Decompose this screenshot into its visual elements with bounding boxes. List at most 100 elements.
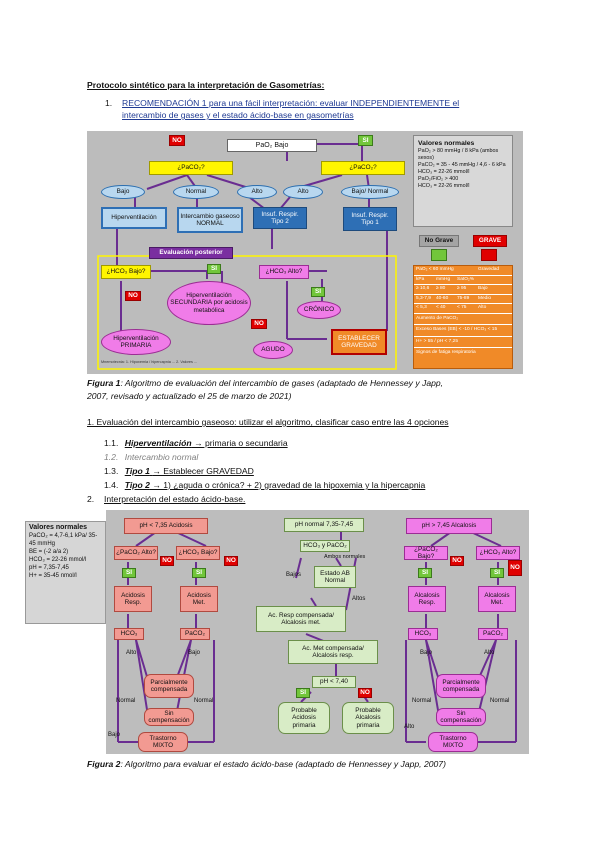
tbl-footer-row: Signos de fatiga respiratoria [416,350,476,355]
section2-number: 2. [87,494,95,504]
no-tag-3: NO [450,556,464,566]
tbl-sub: kPa [416,276,425,282]
caption2-label: Figura 2 [87,759,121,769]
figure1-caption: Figura 1: Algoritmo de evaluación del in… [87,377,527,403]
list-item: 1.3. Tipo 1 → Establecer GRAVEDAD [104,465,254,477]
tbl-cell: 5,3-7,9 [416,295,431,301]
evaluacion-posterior-label: Evaluación posterior [149,247,233,259]
tbl-cell: < 40 [436,305,446,310]
table-row: ≥ 10,6 ≥ 80 ≥ 95 Bajo [414,285,512,295]
alcalosis-resp-box: Alcalosis Resp. [408,586,446,612]
vn2-item: pH = 7,35-7,45 [29,565,69,571]
tbl-cell: Medio [478,295,492,301]
paco2-right-box: PaCO₂ [478,628,508,640]
no-tag-1: NO [160,556,174,566]
bajo-label: Bajo [108,732,121,738]
si-tag-5: SI [296,688,310,698]
item-label: Hiperventilación [124,438,192,448]
no-tag-b: NO [251,319,267,329]
tbl-cell: 40-60 [436,295,449,301]
hiperv-primaria-oval: Hiperventilación PRIMARIA [101,329,171,355]
tbl-sub: SatO₂% [457,276,475,282]
section2-heading: Interpretación del estado ácido-base. [104,494,246,504]
trastorno-mixto-right: Trastorno MIXTO [428,732,478,752]
intercambio-normal-box: Intercambio gaseoso NORMAL [177,207,243,233]
hiperventilacion-box: Hiperventilación [101,207,167,229]
item-num: 1.3. [104,466,119,476]
alto-label: Alto [404,724,415,730]
rec1-number: 1. [105,98,113,108]
hco3-alto-question: ¿HCO₃ Alto? [259,265,309,279]
normal-oval: Normal [173,185,219,199]
sin-compensacion-left: Sin compensación [144,708,194,726]
ph-alcalosis-box: pH > 7,45 Alcalosis [406,518,492,534]
figure1-footnote: Mnemotecnia: 1. Hipoxemia / hipercapnia … [101,360,198,364]
normal-label: Normal [490,698,510,704]
normal-label: Normal [194,698,214,704]
document-title: Protocolo sintético para la interpretaci… [87,80,325,90]
ph-acidosis-box: pH < 7,35 Acidosis [124,518,208,534]
alto-oval-mid: Alto [283,185,323,199]
bajo-oval: Bajo [101,185,145,199]
hco3-bajo-question: ¿HCO₃ Bajo? [101,265,151,279]
si-tag-1: SI [122,568,136,578]
tbl-head: Gravedad [478,267,500,272]
item-rest: → primaria o secundaria [191,438,288,448]
caption1-label: Figura 1 [87,378,121,388]
list-item: 1.1. Hiperventilación → primaria o secun… [104,437,288,449]
item-num: 1.1. [104,438,119,448]
section1-heading: 1. Evaluación del intercambio gaseoso: u… [87,417,449,427]
insuf-tipo2-box: Insuf. Respir. Tipo 2 [253,207,307,229]
paco2-alto-question: ¿PaCO₂ Alto? [114,546,158,560]
tbl-cell: ≥ 95 [457,286,467,291]
paco2-left-box: PaCO₂ [180,628,210,640]
item-label: Intercambio normal [124,452,199,462]
item-label: Tipo 1 [124,466,150,476]
normal-label: Normal [412,698,432,704]
list-item: 1.2. Intercambio normal [104,451,198,463]
vn-item: HCO₃ = 22-26 mmol/l [418,169,470,175]
hco3-left-box: HCO₃ [114,628,144,640]
bajo-label: Bajo [420,650,433,656]
gravedad-table: PaO₂ < 60 mmHg Gravedad kPa mmHg SatO₂% … [413,265,513,369]
tbl-footer-row: H+ > 55 / pH < 7,25 [414,337,512,348]
si-tag-4: SI [490,568,504,578]
paco2-bajo-question: ¿PaCO₂ Bajo? [404,546,448,560]
probable-alcalosis-box: Probable Alcalosis primaria [342,702,394,734]
probable-acidosis-box: Probable Acidosis primaria [278,702,330,734]
si-tag: SI [358,135,373,146]
vn-item: PaO₂/FiO₂ > 400 [418,176,459,182]
pco2-question-right: ¿PaCO₂? [321,161,405,175]
bajos-label: Bajos [286,572,302,578]
hco3-right-box: HCO₃ [408,628,438,640]
alcalosis-met-box: Alcalosis Met. [478,586,516,612]
alto-label: Alto [484,650,495,656]
caption1-text-b: 2007, revisado y actualizado el 25 de ma… [87,391,292,401]
vn2-item: PaCO₂ = 4,7-6,1 kPa/ 35-45 mmHg [29,533,98,547]
figure-2-acid-base-algorithm: pH < 7,35 Acidosis ¿PaCO₂ Alto? ¿HCO₃ Ba… [106,510,529,754]
bajo-label: Bajo [188,650,201,656]
figure2-caption: Figura 2: Algoritmo para evaluar el esta… [87,758,537,771]
ambos-normales-label: Ambos normales [324,554,366,560]
red-legend-swatch [481,249,497,261]
list-item: 1.4. Tipo 2 → 1) ¿aguda o crónica? + 2) … [104,479,425,491]
alto-label: Alto [126,650,137,656]
vn2-item: HCO₃ = 22-26 mmol/l [29,557,87,563]
estado-normal-box: Estado AB Normal [314,566,356,588]
table-row: < 5,3 < 40 < 75 Alto [414,304,512,314]
pco2-question-left: ¿PaCO₂? [149,161,233,175]
tbl-cell: ≥ 10,6 [416,286,430,291]
no-tag-5: NO [358,688,372,698]
si-tag-2: SI [192,568,206,578]
valores-normales-panel: Valores normales PaO₂ > 80 mmHg / 8 kPa … [413,135,513,227]
parcialmente-compensada-right: Parcialmente compensada [436,674,486,698]
tbl-cell: Bajo [478,286,488,291]
item-rest: → 1) ¿aguda o crónica? + 2) gravedad de … [149,480,426,490]
no-tag: NO [169,135,185,146]
si-tag-3: SI [418,568,432,578]
tbl-footer-row: Exceso Bases (EB) < -10 / HCO₃ < 15 [414,325,512,337]
hco3-alto-question: ¿HCO₃ Alto? [476,546,520,560]
rec1-line1: RECOMENDACIÓN 1 para una fácil interpret… [122,98,460,108]
tbl-cell: 75-89 [457,295,470,301]
pao2-bajo-box: PaO₂ Bajo [227,139,317,152]
